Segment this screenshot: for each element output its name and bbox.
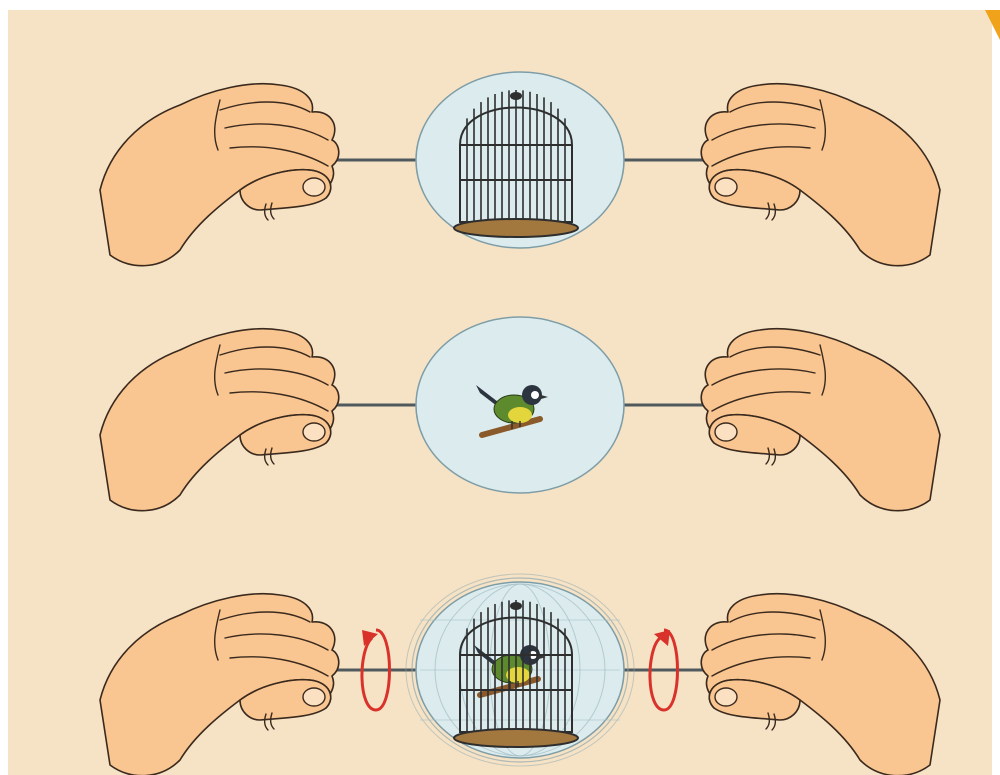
thaumatrope-illustration: .skin { fill: #f9c590; stroke: #3a2a1e; … (0, 0, 1000, 775)
thaumatrope-diagram: .skin { fill: #f9c590; stroke: #3a2a1e; … (0, 0, 1000, 775)
